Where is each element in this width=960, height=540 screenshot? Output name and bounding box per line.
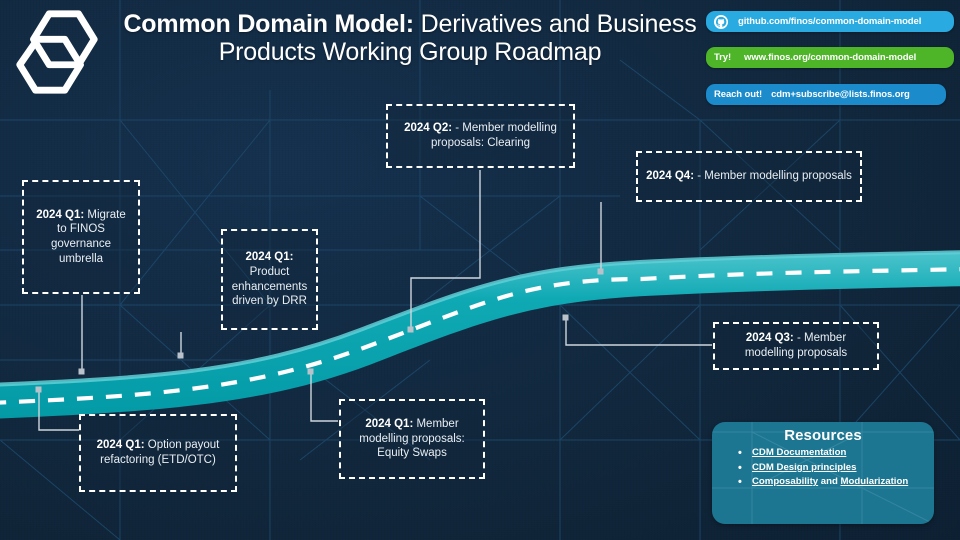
resource-link[interactable]: CDM Design principles [752,461,857,473]
resource-link-conjunction: and [818,476,841,488]
milestone-card-q1-governance[interactable]: 2024 Q1: Migrate to FINOS governance umb… [22,180,140,294]
finos-hexagon-logo [16,10,98,94]
resource-item-cdm-documentation[interactable]: CDM Documentation [738,445,934,461]
badge-try-text: www.finos.org/common-domain-model [744,52,917,63]
resource-link[interactable]: CDM Documentation [752,447,847,458]
github-icon [714,14,728,29]
milestone-quarter: 2024 Q4: [646,170,695,183]
resources-panel: Resources CDM Documentation CDM Design p… [712,422,934,524]
milestone-card-q3-member[interactable]: 2024 Q3: - Member modelling proposals [713,322,879,370]
milestone-quarter: 2024 Q1: [96,439,145,452]
link-badge-try[interactable]: Try! www.finos.org/common-domain-model [706,47,954,68]
milestone-text: Member modelling proposals: Equity Swaps [359,417,465,460]
badge-github-text: github.com/finos/common-domain-model [738,16,922,27]
road-surface [0,252,960,419]
milestone-text: - Member modelling proposals: Clearing [430,122,557,149]
milestone-quarter: 2024 Q1: [36,208,85,221]
milestone-card-q1-equity-swaps[interactable]: 2024 Q1: Member modelling proposals: Equ… [339,399,485,479]
connector-dot [307,368,314,375]
milestone-text: - Member modelling proposals [694,170,852,183]
road-top-edge [0,250,960,387]
resources-title: Resources [784,427,862,444]
resources-list: CDM Documentation CDM Design principles … [738,445,934,490]
connector-dot [562,314,569,321]
milestone-card-q1-option-payout[interactable]: 2024 Q1: Option payout refactoring (ETD/… [79,414,237,492]
milestone-text: Option payout refactoring (ETD/OTC) [100,439,220,466]
milestone-quarter: 2024 Q3: [745,332,794,345]
milestone-quarter: 2024 Q2: [404,122,453,135]
milestone-card-q2-clearing[interactable]: 2024 Q2: - Member modelling proposals: C… [386,104,575,168]
resource-item-composability-modularization[interactable]: Composability and Modularization [738,474,934,490]
road-centre-dashes [0,267,960,405]
connector-dot [177,352,184,359]
connector-dot [597,268,604,275]
milestone-quarter: 2024 Q1: [245,251,294,264]
connector-dot [35,386,42,393]
resource-link[interactable]: Composability [752,476,819,488]
link-badge-github[interactable]: github.com/finos/common-domain-model [706,11,954,32]
resource-link-secondary[interactable]: Modularization [840,476,909,488]
page-title-bold: Common Domain Model: [123,10,414,38]
resource-item-cdm-design-principles[interactable]: CDM Design principles [738,460,934,476]
milestone-card-q4-member[interactable]: 2024 Q4: - Member modelling proposals [636,151,862,202]
link-badge-reach-out[interactable]: Reach out! cdm+subscribe@lists.finos.org [706,84,946,105]
milestone-text: - Member modelling proposals [744,332,848,359]
page-title-rest: Derivatives and Business Products Workin… [218,10,697,66]
connector-dot [78,368,85,375]
milestone-text: Product enhancements driven by DRR [231,265,308,308]
badge-reach-label: Reach out! [714,89,763,100]
page-title: Common Domain Model: Derivatives and Bus… [110,10,710,66]
badge-reach-text: cdm+subscribe@lists.finos.org [771,89,910,100]
milestone-quarter: 2024 Q1: [365,417,414,430]
badge-try-label: Try! [714,52,732,63]
connector-dot [407,326,414,333]
milestone-card-q1-drr[interactable]: 2024 Q1: Product enhancements driven by … [221,229,318,330]
milestone-text: Migrate to FINOS governance umbrella [50,208,126,265]
